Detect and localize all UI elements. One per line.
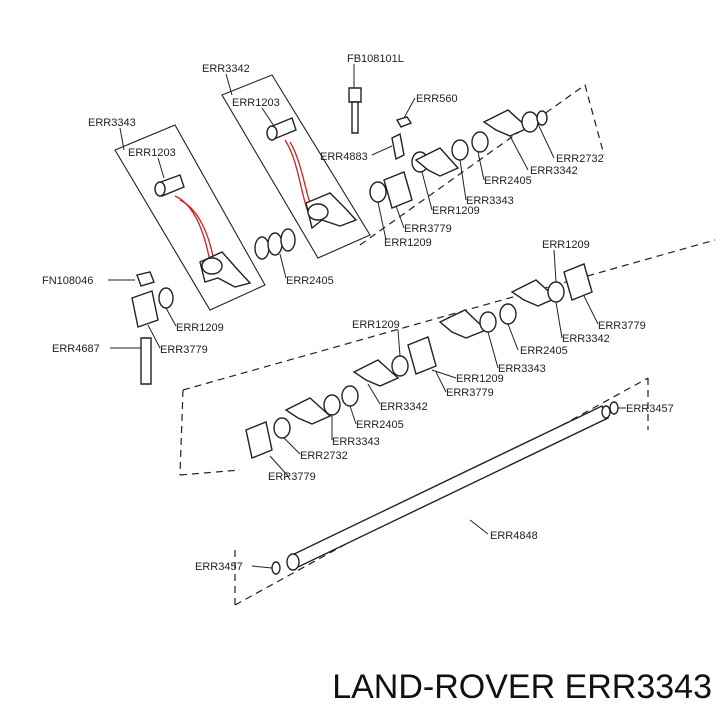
label-err2405-low: ERR2405 [356,419,404,431]
label-err2732-top: ERR2732 [556,153,604,165]
caption-text: LAND-ROVER ERR3343 [332,668,712,706]
left-bushing [154,174,185,197]
left-red-guide [174,195,211,263]
label-err1209-upper-b: ERR1209 [384,237,432,249]
label-err1209-upper-a: ERR1209 [432,205,480,217]
right-bushing [266,117,297,141]
left-red-guide-2 [179,199,215,263]
label-err3343-left: ERR3343 [88,117,136,129]
label-err4687: ERR4687 [52,343,100,355]
label-err4848: ERR4848 [490,530,538,542]
box-spring-washer [254,228,296,260]
err4687-stud [140,337,152,385]
label-err2405-upper: ERR2405 [484,175,532,187]
label-err3779-low: ERR3779 [268,471,316,483]
right-rocker-arm [305,192,358,230]
label-err1203-left: ERR1203 [128,147,176,159]
label-err2405-mid: ERR2405 [520,345,568,357]
label-err3343-upper: ERR3343 [466,195,514,207]
label-err4883: ERR4883 [320,151,368,163]
label-err3779-upper: ERR3779 [404,223,452,235]
middle-rocker-row [391,263,593,377]
label-err3343-low: ERR3343 [332,436,380,448]
label-err3779-mid: ERR3779 [446,387,494,399]
err560-nut [395,116,413,128]
assembly-outline-upper [359,84,605,246]
label-err1209-mid-top: ERR1209 [542,239,590,251]
label-err3342-top: ERR3342 [202,63,250,75]
label-err1209-mid-left: ERR1209 [352,319,400,331]
label-err1203-right: ERR1203 [232,97,280,109]
left-rocker-arm [199,251,252,288]
right-red-guide [284,139,309,213]
label-err3779-mid-right: ERR3779 [598,320,646,332]
label-err2405-box: ERR2405 [286,275,334,287]
label-err3343-mid: ERR3343 [498,363,546,375]
label-err1209-mid: ERR1209 [456,373,504,385]
left-pedestal [131,287,174,328]
assembly-outline [179,239,716,606]
rocker-shaft [271,401,619,575]
err4883-screw [391,132,405,161]
label-err3342-upper: ERR3342 [530,165,578,177]
top-bolt [348,87,362,134]
label-fb108101l: FB108101L [347,53,404,65]
label-err560: ERR560 [416,93,458,105]
label-err3457-left: ERR3457 [195,561,243,573]
label-err1209-left: ERR1209 [176,322,224,334]
leader-lines [108,64,626,569]
fn108046-nut [136,271,155,287]
label-err3342-mid: ERR3342 [562,333,610,345]
right-parts-box [221,74,371,259]
label-err3342-low: ERR3342 [380,401,428,413]
left-parts-box [114,124,266,311]
label-err3779-left: ERR3779 [160,344,208,356]
label-err2732-low: ERR2732 [300,450,348,462]
label-err3457-right: ERR3457 [626,403,674,415]
label-fn108046: FN108046 [42,275,93,287]
